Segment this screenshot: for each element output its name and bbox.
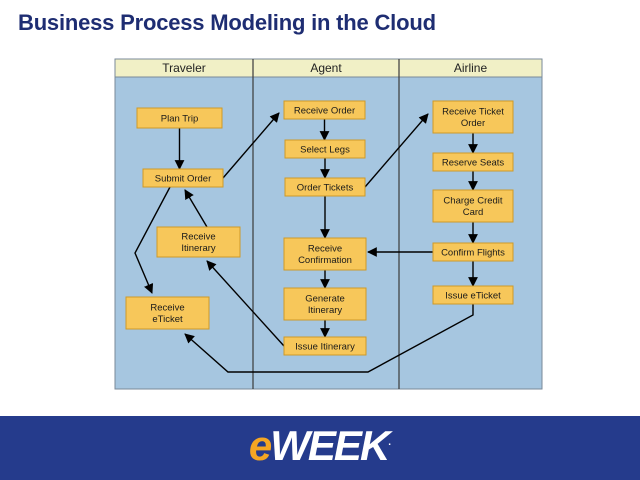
step-label: Receive Order bbox=[294, 105, 355, 116]
step-label: Card bbox=[463, 207, 484, 218]
step-label: Order Tickets bbox=[297, 182, 354, 193]
step-order-tickets: Order Tickets bbox=[284, 177, 366, 197]
lane-label-traveler: Traveler bbox=[162, 61, 206, 75]
step-box bbox=[432, 285, 514, 305]
step-label: Plan Trip bbox=[161, 113, 199, 124]
step-box bbox=[283, 287, 367, 321]
step-box bbox=[283, 100, 366, 120]
step-label: Receive bbox=[181, 232, 215, 243]
step-issue-itinerary: Issue Itinerary bbox=[283, 336, 367, 356]
flow-submit-order-to-receive-order bbox=[222, 112, 280, 179]
step-label: Charge Credit bbox=[443, 196, 502, 207]
footer-band: eWEEK. bbox=[0, 416, 640, 480]
step-receive-order: Receive Order bbox=[283, 100, 366, 120]
step-box bbox=[283, 336, 367, 356]
lane-header-band bbox=[114, 58, 543, 78]
eweek-logo: eWEEK. bbox=[248, 422, 392, 469]
step-label: Issue Itinerary bbox=[295, 341, 355, 352]
step-select-legs: Select Legs bbox=[284, 139, 366, 159]
lane-label-airline: Airline bbox=[454, 61, 488, 75]
slide-title: Business Process Modeling in the Cloud bbox=[18, 10, 436, 35]
step-plan-trip: Plan Trip bbox=[136, 107, 223, 129]
step-label: Select Legs bbox=[300, 144, 350, 155]
step-box bbox=[432, 189, 514, 223]
step-box bbox=[136, 107, 223, 129]
step-box bbox=[432, 100, 514, 134]
step-reserve-seats: Reserve Seats bbox=[432, 152, 514, 172]
step-label: Confirmation bbox=[298, 255, 352, 266]
step-label: Generate bbox=[305, 294, 345, 305]
step-box bbox=[156, 226, 241, 258]
step-label: Confirm Flights bbox=[441, 247, 505, 258]
step-label: Receive Ticket bbox=[442, 107, 504, 118]
lane-label-agent: Agent bbox=[310, 61, 342, 75]
step-box bbox=[284, 177, 366, 197]
step-label: Submit Order bbox=[155, 173, 212, 184]
step-box bbox=[432, 152, 514, 172]
step-label: Issue eTicket bbox=[445, 290, 501, 301]
step-submit-order: Submit Order bbox=[142, 168, 224, 188]
step-box bbox=[284, 139, 366, 159]
step-box bbox=[125, 296, 210, 330]
step-confirm-flights: Confirm Flights bbox=[432, 242, 514, 262]
step-label: eTicket bbox=[152, 314, 183, 325]
step-box bbox=[432, 242, 514, 262]
step-label: Itinerary bbox=[308, 305, 343, 316]
step-box bbox=[142, 168, 224, 188]
step-box bbox=[283, 237, 367, 271]
flow-order-tickets-to-receive-ticket-order bbox=[364, 113, 429, 188]
step-label: Order bbox=[461, 118, 485, 129]
flow-issue-eticket-to-receive-eticket bbox=[184, 304, 474, 373]
step-label: Reserve Seats bbox=[442, 157, 505, 168]
step-issue-eticket: Issue eTicket bbox=[432, 285, 514, 305]
step-label: Itinerary bbox=[181, 243, 216, 254]
flow-submit-order-to-receive-eticket bbox=[134, 186, 171, 294]
flow-issue-itinerary-to-receive-itinerary bbox=[206, 260, 285, 347]
step-label: Receive bbox=[308, 244, 342, 255]
step-label: Receive bbox=[150, 303, 184, 314]
flow-receive-itinerary-to-submit-order bbox=[184, 189, 208, 228]
